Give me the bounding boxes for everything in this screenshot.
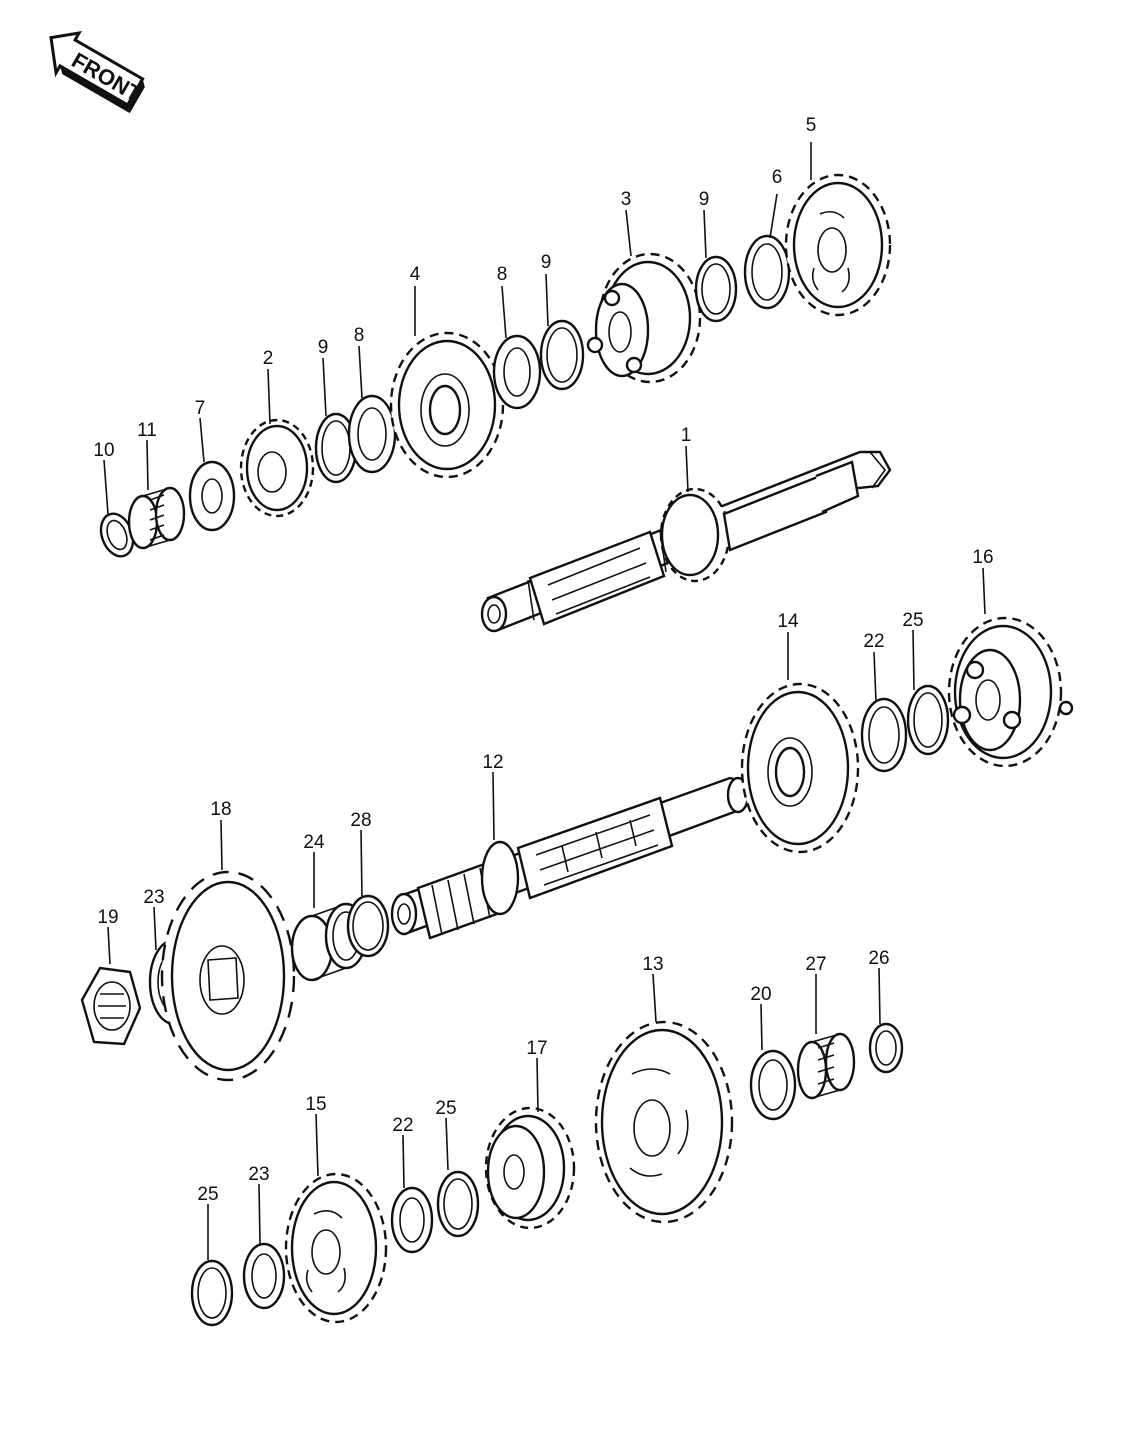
part-20-washer	[749, 1049, 797, 1121]
callout-2: 2	[263, 348, 274, 369]
part-8-washer-b	[492, 334, 542, 410]
callout-11: 11	[137, 420, 157, 441]
callout-3: 3	[621, 189, 632, 210]
callout-12: 12	[482, 752, 503, 773]
part-14-gear	[740, 682, 860, 854]
part-27-needle-bearing	[796, 1032, 856, 1100]
callout-22: 23	[248, 1164, 269, 1185]
callout-9: 9	[541, 252, 552, 273]
callout-8: 8	[354, 325, 365, 346]
part-3-gear	[586, 252, 702, 384]
callout-19: 19	[97, 907, 118, 928]
callout-4: 4	[410, 264, 421, 285]
part-18-sprocket	[160, 870, 296, 1082]
callout-23: 23	[143, 887, 164, 908]
part-22-washer-b	[242, 1242, 286, 1310]
callout-16: 16	[972, 547, 993, 568]
callout-25: 25	[435, 1098, 456, 1119]
part-19-nut	[80, 966, 142, 1046]
callout-22: 22	[392, 1115, 413, 1136]
part-12-shaft	[390, 776, 750, 940]
part-1-shaft	[480, 450, 892, 633]
part-7-washer	[188, 460, 236, 532]
callout-15: 15	[305, 1094, 326, 1115]
callout-26: 26	[868, 948, 889, 969]
callout-6: 6	[772, 167, 783, 188]
callout-8: 8	[497, 264, 508, 285]
callout-labels: 5 6 3 9 4 8 9 2 9 8 7 11 10 1 16 14 22 2…	[93, 115, 993, 1205]
callout-14: 14	[777, 611, 799, 632]
callout-21: 22	[863, 631, 884, 652]
front-badge: FRONT	[49, 31, 146, 114]
callout-27: 27	[805, 954, 826, 975]
part-8-washer-a	[347, 394, 397, 474]
part-25-circlip-b	[436, 1170, 480, 1238]
callout-9: 9	[699, 189, 710, 210]
callout-25: 25	[197, 1184, 218, 1205]
part-5-gear	[784, 173, 892, 317]
part-2-gear	[239, 418, 315, 518]
part-6-washer	[743, 234, 791, 310]
callout-20: 20	[750, 984, 771, 1005]
part-11-needle-bearing	[127, 486, 186, 550]
part-17-gear	[484, 1106, 576, 1230]
callout-5: 5	[806, 115, 817, 136]
callout-7: 7	[195, 398, 206, 419]
callout-25: 25	[902, 610, 923, 631]
callout-leaders	[103, 142, 986, 1260]
part-10-circlip	[99, 512, 135, 558]
part-16-gear	[947, 616, 1074, 768]
part-28-o-ring	[346, 894, 390, 958]
callout-24: 24	[303, 832, 325, 853]
part-9-circlip-b	[539, 319, 585, 391]
part-4-gear	[389, 331, 505, 479]
part-25-circlip-c	[190, 1259, 234, 1327]
part-22-washer-a	[390, 1186, 434, 1254]
part-9-circlip-c	[694, 255, 738, 323]
part-15-gear	[284, 1172, 388, 1324]
callout-13: 13	[642, 954, 663, 975]
part-25-circlip-a	[906, 684, 950, 756]
callout-10: 10	[93, 440, 114, 461]
callout-1: 1	[681, 425, 692, 446]
part-26-circlip	[868, 1022, 904, 1074]
part-21-washer	[860, 697, 908, 773]
part-13-gear	[594, 1020, 734, 1224]
callout-18: 18	[210, 799, 231, 820]
callout-28: 28	[350, 810, 371, 831]
callout-9: 9	[318, 337, 329, 358]
callout-17: 17	[526, 1038, 547, 1059]
